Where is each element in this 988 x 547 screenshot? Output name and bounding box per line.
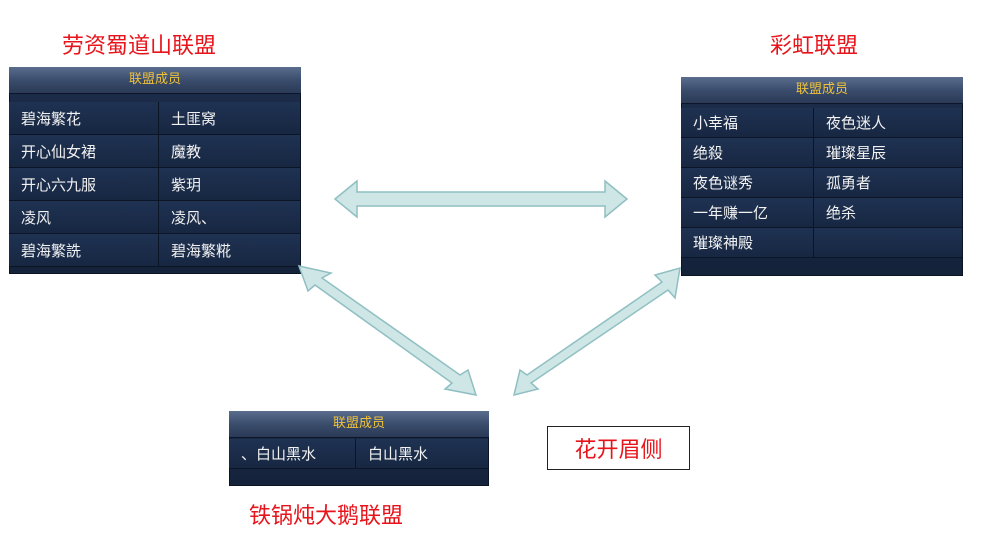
member-cell: 碧海繁詵 xyxy=(9,234,159,267)
member-cell: 凌风 xyxy=(9,201,159,234)
member-cell: 土匪窝 xyxy=(159,102,301,135)
member-cell: 一年赚一亿 xyxy=(681,198,814,228)
member-cell: 魔教 xyxy=(159,135,301,168)
member-cell: 开心仙女裙 xyxy=(9,135,159,168)
member-cell: 璀璨神殿 xyxy=(681,228,814,258)
member-cell: 凌风、 xyxy=(159,201,301,234)
member-cell: 绝杀 xyxy=(814,198,963,228)
member-cell: 夜色谜秀 xyxy=(681,168,814,198)
member-cell: 小幸福 xyxy=(681,108,814,138)
member-cell xyxy=(814,228,963,258)
member-cell: 白山黑水 xyxy=(356,439,489,469)
double-arrow-right-bottom xyxy=(512,266,681,397)
bottom-alliance-panel: 联盟成员 、白山黑水 白山黑水 xyxy=(229,411,489,486)
right-alliance-panel: 联盟成员 小幸福 夜色迷人 绝殺 璀璨星辰 夜色谜秀 孤勇者 一年赚一亿 绝杀 … xyxy=(681,77,963,276)
member-cell: 璀璨星辰 xyxy=(814,138,963,168)
member-cell: 碧海繁花 xyxy=(9,102,159,135)
left-alliance-panel: 联盟成员 碧海繁花 土匪窝 开心仙女裙 魔教 开心六九服 紫玥 凌风 凌风、 碧… xyxy=(9,67,301,274)
member-cell: 绝殺 xyxy=(681,138,814,168)
member-cell: 夜色迷人 xyxy=(814,108,963,138)
member-cell: 紫玥 xyxy=(159,168,301,201)
double-arrow-left-right xyxy=(333,179,629,219)
left-alliance-title: 劳资蜀道山联盟 xyxy=(62,34,217,59)
note-box: 花开眉侧 xyxy=(547,426,690,470)
panel-header: 联盟成员 xyxy=(681,77,963,104)
member-cell: 碧海繁糀 xyxy=(159,234,301,267)
member-cell: 孤勇者 xyxy=(814,168,963,198)
bottom-alliance-title: 铁锅炖大鹅联盟 xyxy=(249,504,404,529)
panel-header: 联盟成员 xyxy=(9,67,301,94)
double-arrow-left-bottom xyxy=(297,264,478,396)
member-cell: 开心六九服 xyxy=(9,168,159,201)
right-alliance-title: 彩虹联盟 xyxy=(770,34,859,59)
member-cell: 、白山黑水 xyxy=(229,439,356,469)
panel-header: 联盟成员 xyxy=(229,411,489,438)
